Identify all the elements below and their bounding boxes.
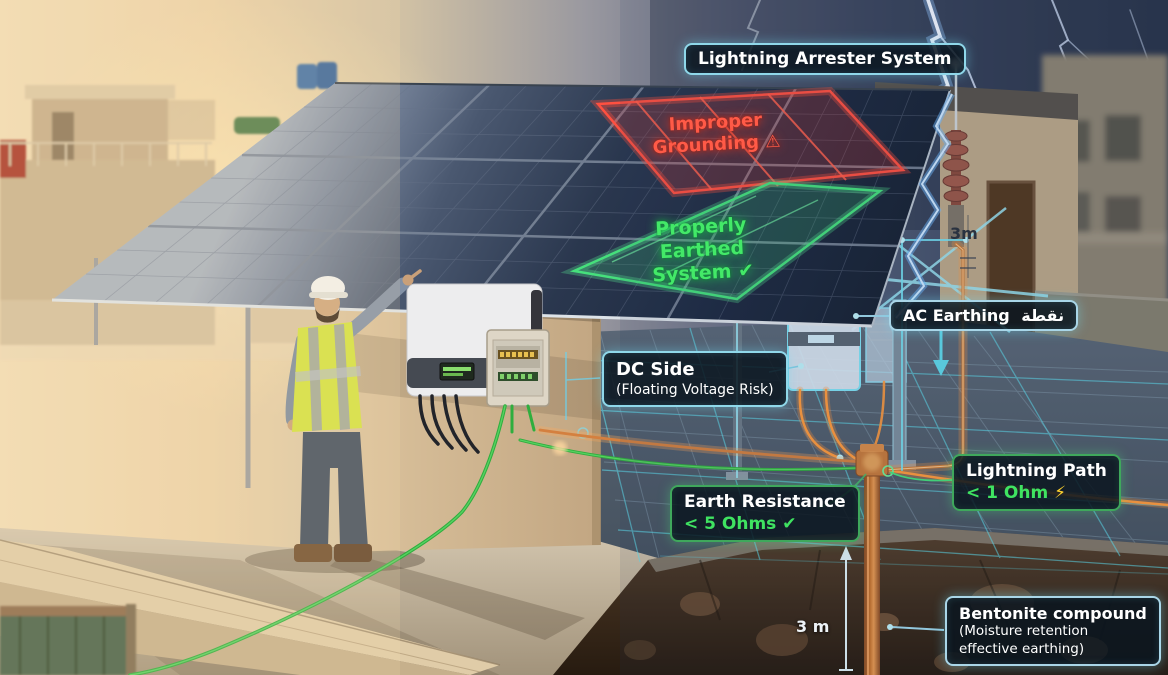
improper-grounding-panel-overlay <box>589 86 912 198</box>
lightning-arrester-label: Lightning Arrester System <box>684 43 966 75</box>
parapet <box>0 539 501 675</box>
lightning-bolt-icon: ⚡ <box>1054 483 1067 504</box>
dc-side-label: DC Side (Floating Voltage Risk) <box>602 351 788 407</box>
earth-resistance-label: Earth Resistance < 5 Ohms ✔ <box>670 485 860 543</box>
earthing-wires <box>128 404 866 675</box>
measurement-lines <box>839 215 976 671</box>
bentonite-subtitle-1: (Moisture retention <box>959 623 1089 639</box>
lightning-path-label: Lightning Path < 1 Ohm ⚡ <box>952 454 1121 512</box>
rod-depth-measure: 3 m <box>796 617 830 636</box>
lightning-path-title: Lightning Path <box>966 461 1107 481</box>
ac-earthing-text-en: AC Earthing <box>903 306 1010 325</box>
properly-earthed-panel-overlay <box>560 178 891 304</box>
bentonite-title: Bentonite compound <box>959 604 1147 623</box>
bentonite-label: Bentonite compound (Moisture retention e… <box>945 596 1161 667</box>
earth-resistance-title: Earth Resistance <box>684 492 846 512</box>
energy-meter <box>486 329 550 407</box>
rooftop-gate <box>0 604 136 675</box>
arrester-height-measure: 3m <box>950 224 978 243</box>
dc-side-title: DC Side <box>616 359 695 380</box>
improper-grounding-label: Improper Grounding ⚠ <box>633 108 799 160</box>
technician <box>285 269 422 562</box>
earthing-rod <box>855 444 894 675</box>
lightning-path-value: < 1 Ohm <box>966 483 1049 504</box>
warning-icon: ⚠ <box>764 131 781 153</box>
down-arrow-icon <box>933 360 949 376</box>
inverter-display <box>443 367 471 371</box>
properly-earthed-line1: Properly Earthed <box>654 213 747 263</box>
lightning-arrester-text: Lightning Arrester System <box>698 49 952 69</box>
ac-earthing-text-ar: نقطة <box>1021 306 1065 325</box>
bentonite-subtitle-2: effective earthing) <box>959 640 1085 657</box>
ac-earthing-label: AC Earthing نقطة <box>889 300 1079 331</box>
check-icon: ✔ <box>782 514 797 535</box>
lightning-arrester-rod <box>942 58 970 247</box>
dc-side-subtitle: (Floating Voltage Risk) <box>616 381 774 398</box>
properly-earthed-line2: System <box>651 260 733 287</box>
check-icon: ✔ <box>737 258 755 282</box>
earth-resistance-value: < 5 Ohms <box>684 514 777 535</box>
properly-earthed-label: Properly Earthed System ✔ <box>610 211 793 289</box>
electric-arc-core <box>895 93 953 319</box>
